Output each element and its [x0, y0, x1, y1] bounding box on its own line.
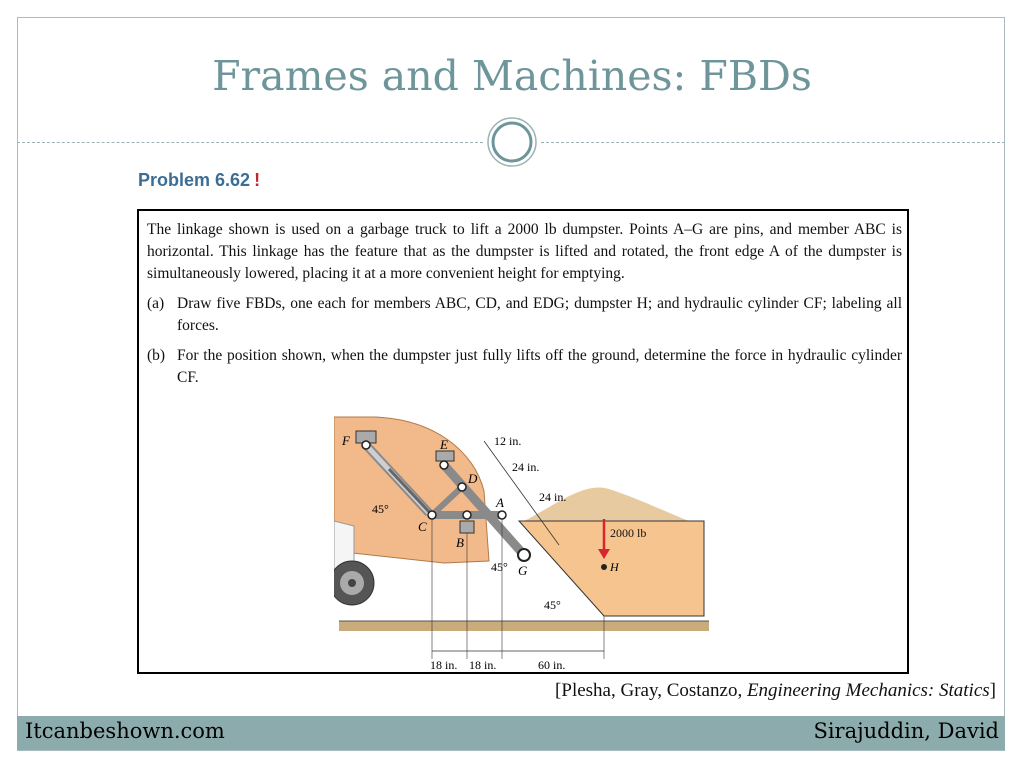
angle-EDG: 45°	[491, 560, 508, 574]
part-a-text: Draw five FBDs, one each for members ABC…	[177, 295, 902, 334]
center-of-mass-icon	[601, 564, 607, 570]
support-B	[459, 520, 475, 534]
problem-label: Problem 6.62!	[138, 170, 260, 191]
citation-prefix: [Plesha, Gray, Costanzo,	[555, 680, 747, 701]
citation-suffix: ]	[989, 680, 996, 701]
label-F: F	[341, 433, 351, 448]
angle-cylinder: 45°	[372, 502, 389, 516]
part-b-text: For the position shown, when the dumpste…	[177, 347, 902, 386]
angle-dumpster: 45°	[544, 598, 561, 612]
footer-bar: Itcanbeshown.com Sirajuddin, David	[17, 716, 1005, 750]
title-divider-left	[17, 142, 483, 143]
problem-text: The linkage shown is used on a garbage t…	[147, 219, 902, 397]
linkage-figure: 2000 lb H F E D A C B G 45° 45°	[334, 416, 709, 671]
dumpster	[517, 520, 705, 617]
dim-24-lower: 24 in.	[539, 490, 566, 504]
part-b-label: (b)	[147, 347, 166, 364]
part-a-label: (a)	[147, 295, 165, 312]
title-divider-right	[541, 142, 1005, 143]
dim-18-right: 18 in.	[469, 658, 496, 671]
label-E: E	[439, 437, 448, 452]
problem-number: Problem 6.62	[138, 170, 251, 190]
citation-book: Engineering Mechanics: Statics	[746, 680, 990, 701]
problem-box: The linkage shown is used on a garbage t…	[137, 209, 909, 674]
label-G: G	[518, 563, 528, 578]
member-CD	[429, 484, 465, 518]
load-label: 2000 lb	[610, 526, 646, 540]
member-EDG	[440, 462, 528, 558]
exclamation-icon: !	[254, 170, 261, 190]
label-C: C	[418, 519, 427, 534]
ground	[339, 621, 709, 631]
divider-ring-icon	[487, 117, 537, 167]
citation: [Plesha, Gray, Costanzo, Engineering Mec…	[555, 680, 996, 702]
footer-left: Itcanbeshown.com	[25, 719, 225, 743]
part-a: (a) Draw five FBDs, one each for members…	[147, 293, 902, 345]
dim-line-diagonal	[483, 440, 560, 546]
label-D: D	[467, 471, 478, 486]
label-B: B	[456, 535, 464, 550]
dim-60: 60 in.	[538, 658, 565, 671]
slide-frame	[17, 17, 1005, 751]
garbage-pile	[524, 487, 689, 521]
label-A: A	[495, 495, 504, 510]
problem-intro: The linkage shown is used on a garbage t…	[147, 221, 902, 282]
slide-title: Frames and Machines: FBDs	[212, 52, 812, 100]
label-H: H	[609, 560, 620, 574]
part-b: (b) For the position shown, when the dum…	[147, 345, 902, 397]
support-E	[435, 450, 455, 462]
dim-12: 12 in.	[494, 434, 521, 448]
dim-24-upper: 24 in.	[512, 460, 539, 474]
dim-18-left: 18 in.	[430, 658, 457, 671]
footer-right: Sirajuddin, David	[813, 719, 999, 743]
